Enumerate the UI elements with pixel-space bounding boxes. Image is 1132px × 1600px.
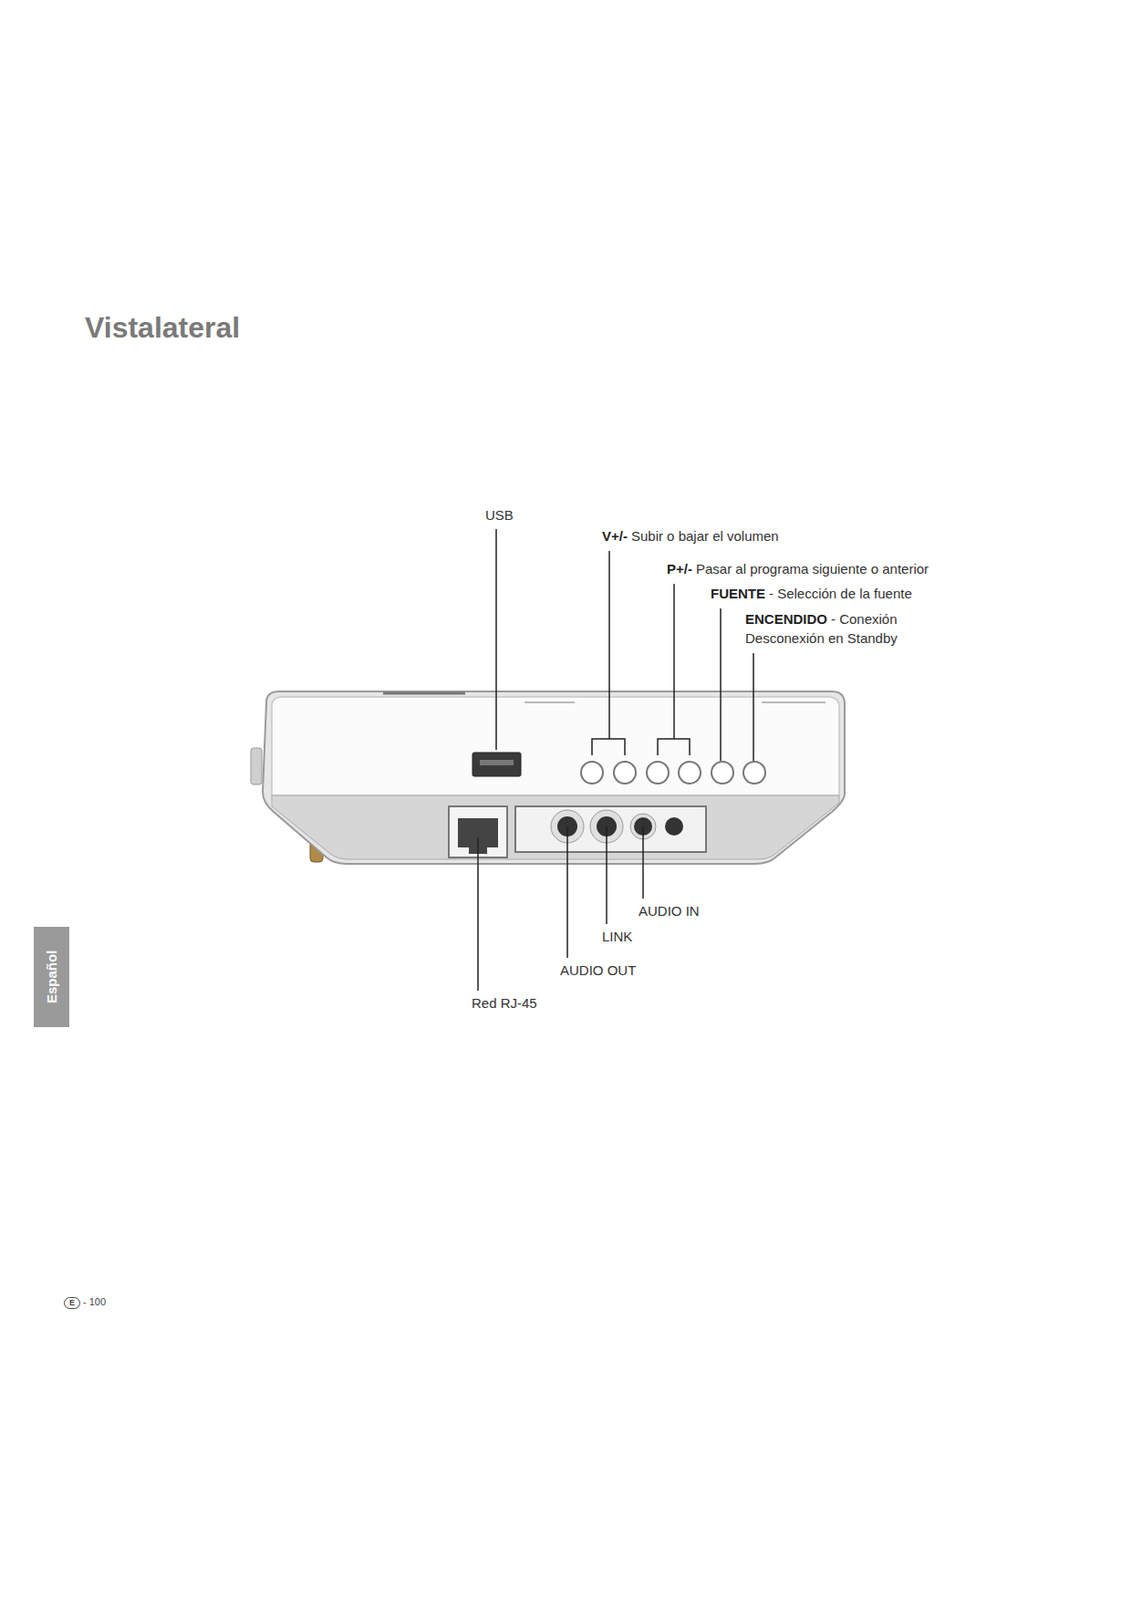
callout-label: Subir o bajar el volumen	[631, 528, 779, 544]
callout-group: FUENTE- Selección de la fuente	[710, 583, 913, 603]
control-name: FUENTE	[710, 585, 766, 602]
jacks	[550, 810, 684, 843]
callout-group: USB	[485, 505, 514, 525]
callout-group: V+/-Subir o bajar el volumen	[602, 526, 779, 546]
top-edge	[524, 701, 575, 704]
callout-group: LINK	[602, 926, 633, 946]
usb-port	[472, 752, 521, 777]
language-tab	[33, 926, 70, 1028]
callout-label: Red RJ-45	[471, 995, 538, 1011]
device-housing	[262, 691, 845, 864]
connector-face	[271, 795, 840, 860]
usb-port	[479, 759, 514, 766]
control-name: P+/-	[666, 560, 693, 577]
callout-label: - Selección de la fuente	[768, 585, 913, 602]
page-number: E- 100	[63, 1295, 106, 1309]
callout-label: LINK	[602, 928, 633, 945]
callout-group: Red RJ-45	[471, 993, 538, 1013]
callout-group: ENCENDIDO- Conexión Desconexión en Stand…	[745, 609, 928, 648]
buttons	[581, 761, 766, 784]
language-tab-label: Español	[41, 950, 62, 1004]
callout-group: P+/-Pasar al programa siguiente o anteri…	[666, 559, 929, 579]
callout-group: AUDIO IN	[638, 901, 700, 921]
control-name: ENCENDIDO	[745, 611, 828, 627]
top-edge	[383, 692, 466, 696]
side-knob	[250, 747, 262, 785]
callout-label: AUDIO IN	[638, 903, 700, 919]
callout-label: USB	[485, 507, 514, 523]
audio-panel	[515, 806, 707, 852]
language-badge: E	[63, 1297, 81, 1309]
page-title: Vistalateral	[84, 310, 240, 345]
top-edge	[761, 701, 826, 704]
callout-label: Pasar al programa siguiente o anterior	[695, 560, 929, 577]
page-number-text: - 100	[83, 1296, 106, 1308]
callout-label: AUDIO OUT	[560, 962, 636, 978]
control-name: V+/-	[602, 528, 628, 544]
callout-group: AUDIO OUT	[560, 960, 636, 980]
